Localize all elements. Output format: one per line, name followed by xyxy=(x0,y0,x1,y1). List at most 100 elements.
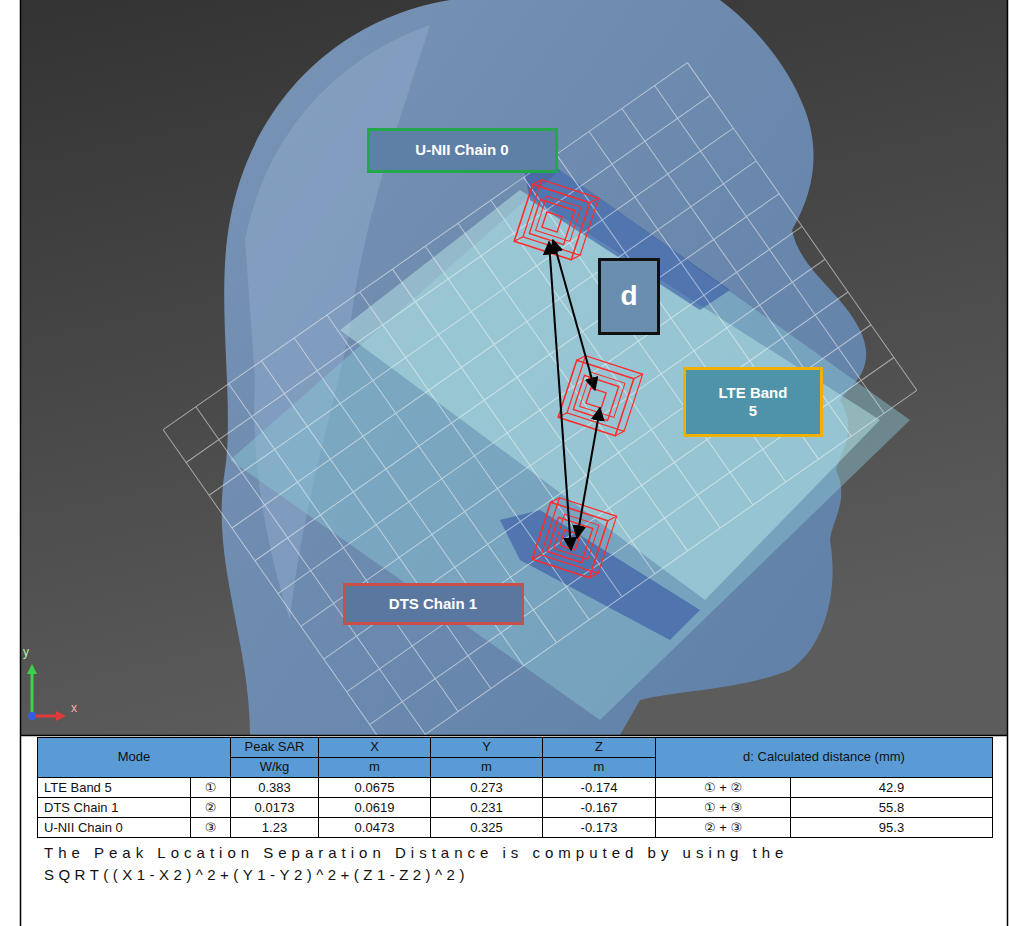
zoom-scan-cube xyxy=(558,354,642,438)
axis-label: y xyxy=(18,644,34,660)
callout-box: U-NII Chain 0 xyxy=(367,128,558,173)
axis-triad xyxy=(56,711,66,721)
callout-box: d xyxy=(598,258,660,335)
table-cell: ② + ③ xyxy=(655,817,791,838)
cell-text: Z xyxy=(595,740,603,755)
note-text: The Peak Location Separation Distance is… xyxy=(44,844,788,861)
zoom-scan-cube xyxy=(532,496,616,580)
frame xyxy=(1007,0,1009,926)
callout-box: DTS Chain 1 xyxy=(343,583,524,625)
table-cell: 0.0173 xyxy=(230,797,319,818)
table-cell: ① xyxy=(190,777,231,798)
render-background xyxy=(21,0,1007,735)
cell-text: -0.167 xyxy=(581,800,618,815)
table-cell: 1.23 xyxy=(230,817,319,838)
table-cell: Peak SAR xyxy=(230,737,319,758)
cell-text: LTE Band 5 xyxy=(44,780,112,795)
table-cell: 0.231 xyxy=(430,797,543,818)
table-cell: LTE Band 5 xyxy=(37,777,191,798)
cell-text: 0.0619 xyxy=(355,800,395,815)
axis-triad xyxy=(31,672,34,716)
table-cell: ② xyxy=(190,797,231,818)
table-cell: U-NII Chain 0 xyxy=(37,817,191,838)
axis-letter: x xyxy=(71,701,77,715)
antenna-strip xyxy=(500,510,700,640)
phantom-render xyxy=(21,0,1007,735)
table-cell: W/kg xyxy=(230,757,319,778)
cell-text: m xyxy=(481,760,492,775)
note-text: The Peak Location Separation Distance is… xyxy=(44,842,788,862)
table-cell: 0.325 xyxy=(430,817,543,838)
cell-text: 1.23 xyxy=(262,820,287,835)
table-cell: -0.174 xyxy=(542,777,656,798)
table-cell: 95.3 xyxy=(790,817,993,838)
cell-text: ① xyxy=(205,780,217,795)
table-cell: m xyxy=(318,757,431,778)
cell-text: -0.173 xyxy=(581,820,618,835)
cell-text: 0.0173 xyxy=(255,800,295,815)
callout-label: U-NII Chain 0 xyxy=(415,141,508,159)
cell-text: 0.0675 xyxy=(355,780,395,795)
table-cell: 0.273 xyxy=(430,777,543,798)
cell-text: 55.8 xyxy=(879,800,904,815)
cell-text: 42.9 xyxy=(879,780,904,795)
cell-text: U-NII Chain 0 xyxy=(44,820,123,835)
cell-text: ① + ② xyxy=(704,780,742,795)
table-cell: Y xyxy=(430,737,543,758)
cell-text: Peak SAR xyxy=(245,740,305,755)
cell-text: 95.3 xyxy=(879,820,904,835)
cell-text: -0.174 xyxy=(581,780,618,795)
cell-text: DTS Chain 1 xyxy=(44,800,118,815)
cell-text: m xyxy=(369,760,380,775)
axis-triad xyxy=(27,664,66,721)
table-cell: -0.167 xyxy=(542,797,656,818)
callout-label: DTS Chain 1 xyxy=(389,595,477,613)
table-cell: m xyxy=(430,757,543,778)
table-cell: ③ xyxy=(190,817,231,838)
cell-text: 0.231 xyxy=(470,800,503,815)
frame xyxy=(20,0,1008,926)
table-cell: DTS Chain 1 xyxy=(37,797,191,818)
distance-arrows xyxy=(577,408,600,538)
cell-text: ③ xyxy=(205,820,217,835)
table-cell: 0.0473 xyxy=(318,817,431,838)
callout-label: d xyxy=(620,279,637,313)
cell-text: 0.383 xyxy=(258,780,291,795)
cell-text: ② + ③ xyxy=(704,820,742,835)
table-cell: 0.383 xyxy=(230,777,319,798)
table-cell: ① + ③ xyxy=(655,797,791,818)
table-cell: 55.8 xyxy=(790,797,993,818)
cell-text: 0.325 xyxy=(470,820,503,835)
cell-text: ① + ③ xyxy=(704,800,742,815)
phone-body xyxy=(230,170,910,720)
note-text: SQRT((X1-X2)^2+(Y1-Y2)^2+(Z1-Z2)^2) xyxy=(44,866,469,883)
table-cell: 42.9 xyxy=(790,777,993,798)
table-cell: -0.173 xyxy=(542,817,656,838)
scan-grid xyxy=(163,63,917,735)
table-cell: Z xyxy=(542,737,656,758)
cell-text: 0.273 xyxy=(470,780,503,795)
frame xyxy=(20,0,22,926)
table-cell: ① + ② xyxy=(655,777,791,798)
table-cell: 0.0619 xyxy=(318,797,431,818)
scan-grid xyxy=(163,63,917,735)
distance-arrows xyxy=(549,242,571,550)
table-cell: d: Calculated distance (mm) xyxy=(655,737,993,778)
axis-label: x xyxy=(66,700,82,716)
callout-label: LTE Band 5 xyxy=(718,384,788,420)
table-cell: 0.0675 xyxy=(318,777,431,798)
distance-arrows xyxy=(553,240,595,390)
table-cell: m xyxy=(542,757,656,778)
axis-letter: y xyxy=(23,645,29,659)
table-cell: X xyxy=(318,737,431,758)
axis-triad xyxy=(27,664,37,674)
note-text: SQRT((X1-X2)^2+(Y1-Y2)^2+(Z1-Z2)^2) xyxy=(44,864,469,884)
cell-text: Mode xyxy=(118,750,151,765)
callout-box: LTE Band 5 xyxy=(683,367,823,437)
cell-text: m xyxy=(594,760,605,775)
cell-text: X xyxy=(370,740,379,755)
cell-text: ② xyxy=(205,800,217,815)
cell-text: W/kg xyxy=(260,760,290,775)
